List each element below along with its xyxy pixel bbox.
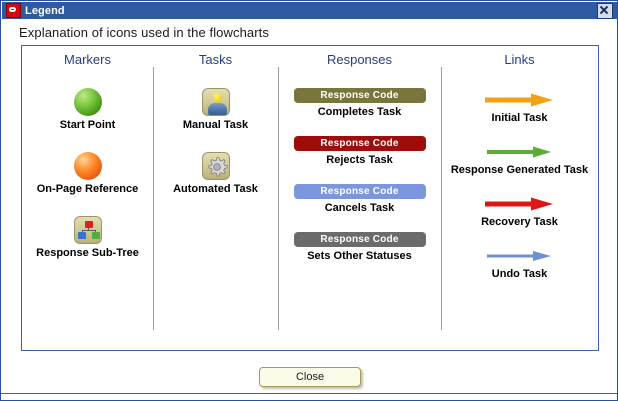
legend-label-on-page-reference: On-Page Reference — [36, 183, 139, 195]
legend-entry-undo-task: Undo Task — [441, 247, 598, 280]
column-divider-1 — [153, 67, 154, 330]
column-markers: Markers Start Point On-Page Reference Re… — [22, 46, 153, 350]
gear-icon — [201, 152, 230, 180]
legend-entry-response-sub-tree: Response Sub-Tree — [22, 216, 153, 259]
legend-entry-response-generated-task: Response Generated Task — [441, 143, 598, 176]
response-code-pill-cancels: Response Code — [293, 184, 426, 199]
response-code-pill-rejects: Response Code — [293, 136, 426, 151]
legend-entry-manual-task: Manual Task — [153, 88, 278, 131]
footer-separator — [1, 393, 617, 394]
window-title: Legend — [25, 4, 65, 17]
arrow-right-icon-undo — [441, 247, 598, 265]
column-divider-2 — [278, 67, 279, 330]
legend-entry-cancels-task: Response Code Cancels Task — [278, 184, 441, 214]
legend-label-rejects-task: Rejects Task — [326, 154, 393, 166]
column-divider-3 — [441, 67, 442, 330]
close-button[interactable]: Close — [259, 367, 361, 387]
orange-sphere-icon — [73, 152, 102, 180]
legend-label-cancels-task: Cancels Task — [324, 202, 395, 214]
close-icon[interactable] — [597, 2, 613, 19]
legend-label-completes-task: Completes Task — [317, 106, 402, 118]
legend-label-response-sub-tree: Response Sub-Tree — [36, 247, 139, 259]
arrow-right-icon-response-generated — [441, 143, 598, 161]
legend-entry-recovery-task: Recovery Task — [441, 195, 598, 228]
legend-entry-automated-task: Automated Task — [153, 152, 278, 195]
arrow-right-icon-recovery — [441, 195, 598, 213]
legend-label-response-generated-task: Response Generated Task — [450, 164, 589, 176]
legend-label-automated-task: Automated Task — [173, 183, 258, 195]
dialog-subtitle: Explanation of icons used in the flowcha… — [19, 25, 269, 40]
green-sphere-icon — [73, 88, 102, 116]
column-header-responses: Responses — [326, 52, 393, 67]
legend-label-manual-task: Manual Task — [182, 119, 249, 131]
legend-entry-sets-other-statuses: Response Code Sets Other Statuses — [278, 232, 441, 262]
column-header-tasks: Tasks — [198, 52, 233, 67]
legend-entry-completes-task: Response Code Completes Task — [278, 88, 441, 118]
legend-label-sets-other-statuses: Sets Other Statuses — [307, 250, 412, 262]
column-header-links: Links — [504, 52, 535, 67]
legend-panel: Markers Start Point On-Page Reference Re… — [21, 45, 599, 351]
response-code-pill-completes: Response Code — [293, 88, 426, 103]
response-sub-tree-icon — [73, 216, 102, 244]
legend-label-undo-task: Undo Task — [491, 268, 548, 280]
column-links: Links Initial Task Response G — [441, 46, 598, 350]
legend-entry-on-page-reference: On-Page Reference — [22, 152, 153, 195]
response-code-pill-other: Response Code — [293, 232, 426, 247]
column-header-markers: Markers — [64, 52, 111, 67]
title-bar: Legend — [2, 2, 617, 19]
legend-entry-initial-task: Initial Task — [441, 91, 598, 124]
legend-label-recovery-task: Recovery Task — [481, 216, 558, 228]
legend-entry-start-point: Start Point — [22, 88, 153, 131]
legend-entry-rejects-task: Response Code Rejects Task — [278, 136, 441, 166]
person-icon — [201, 88, 230, 116]
app-logo-icon — [6, 3, 21, 18]
legend-label-initial-task: Initial Task — [491, 112, 548, 124]
legend-label-start-point: Start Point — [59, 119, 116, 131]
column-tasks: Tasks Manual Task Automat — [153, 46, 278, 350]
arrow-right-icon-initial — [441, 91, 598, 109]
column-responses: Responses Response Code Completes Task R… — [278, 46, 441, 350]
